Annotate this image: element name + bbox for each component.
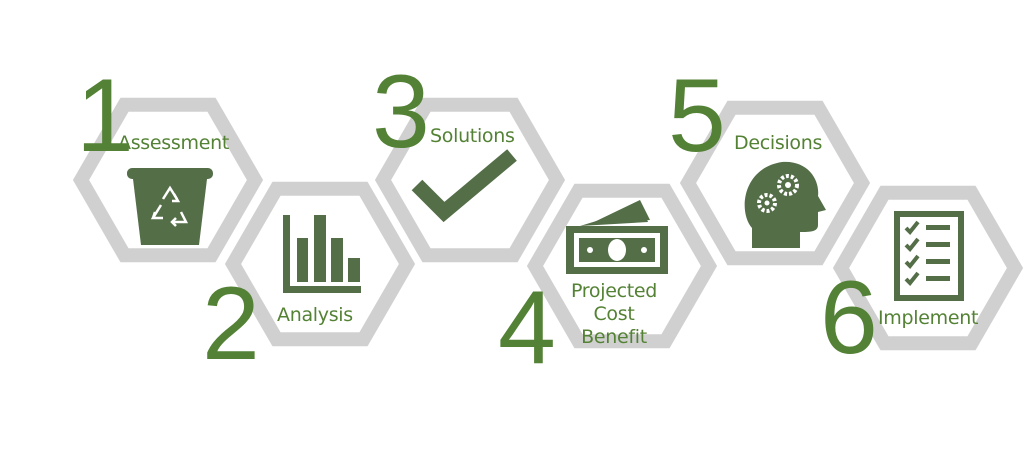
hexagon-frame-3 [374, 97, 566, 263]
hexagon-frame-6 [832, 185, 1024, 351]
step-label-implement: Implement [878, 307, 979, 329]
step-label-assessment: Assessment [118, 132, 229, 154]
step-number-3: 3 [372, 54, 430, 170]
step-label-projected-cost-benefit: Projected Cost Benefit [555, 280, 673, 348]
recycle-bin-icon [127, 168, 213, 245]
checkmark-icon [411, 149, 517, 223]
label-line-1: Projected Cost [570, 280, 658, 325]
label-line-2: Benefit [581, 325, 647, 348]
step-number-6: 6 [820, 260, 878, 376]
step-number-5: 5 [668, 58, 726, 174]
step-number-4: 4 [498, 270, 556, 386]
bar-chart-icon [283, 215, 361, 293]
step-label-analysis: Analysis [277, 304, 353, 326]
step-number-2: 2 [202, 266, 260, 382]
step-number-1: 1 [76, 58, 134, 174]
money-icon [566, 200, 668, 274]
step-label-solutions: Solutions [430, 125, 515, 147]
step-label-decisions: Decisions [734, 132, 823, 154]
checklist-icon [894, 211, 964, 301]
head-gears-icon [744, 161, 826, 248]
